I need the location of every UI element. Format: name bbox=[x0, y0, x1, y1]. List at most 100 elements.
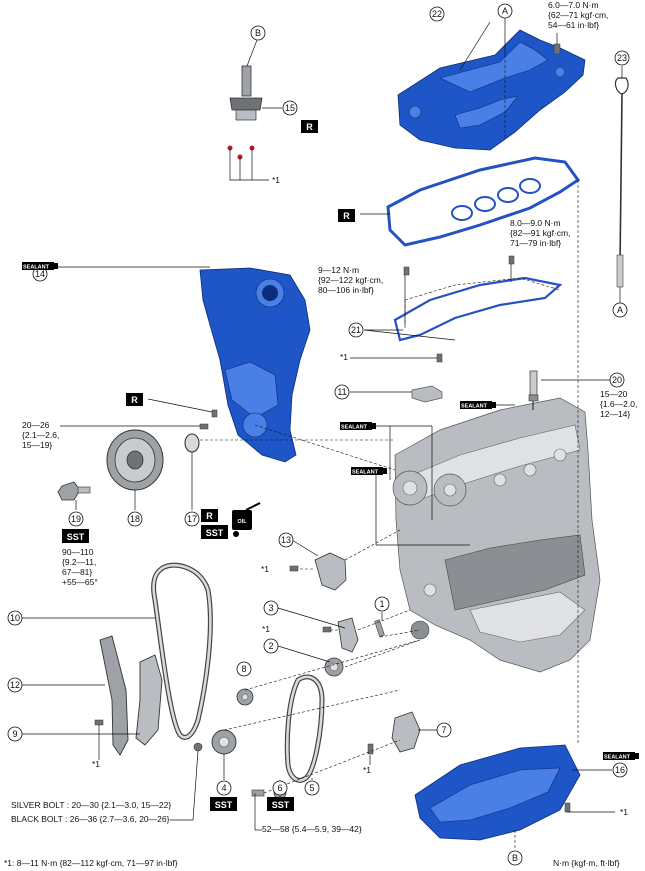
svg-text:17: 17 bbox=[187, 514, 197, 524]
svg-text:B: B bbox=[255, 28, 261, 38]
callout-15: 15 bbox=[282, 100, 298, 116]
sst-badge-6: SST bbox=[267, 797, 294, 811]
callout-12: 12 bbox=[7, 677, 23, 693]
svg-text:A: A bbox=[617, 305, 623, 315]
svg-text:19: 19 bbox=[71, 514, 81, 524]
svg-text:20: 20 bbox=[612, 375, 622, 385]
torque-cover-bolt: 20—26 {2.1—2.6, 15—19} bbox=[22, 420, 59, 450]
ref-star-7: *1 bbox=[363, 765, 371, 775]
oil-pump-drive-sprocket bbox=[236, 688, 254, 706]
callout-7: 7 bbox=[436, 722, 452, 738]
svg-text:14: 14 bbox=[35, 269, 45, 279]
callout-20: 20 bbox=[609, 372, 625, 388]
callout-a-top: A bbox=[497, 3, 513, 19]
ref-star-15: *1 bbox=[272, 175, 280, 185]
svg-text:SST: SST bbox=[272, 800, 290, 810]
sealant-badge-11: SEALANT bbox=[460, 401, 496, 410]
svg-text:R: R bbox=[131, 395, 138, 405]
torque-20: 15—20 {1.6—2.0, 12—14} bbox=[600, 389, 637, 419]
callout-17: 17 bbox=[184, 511, 200, 527]
svg-text:{1.6—2.0,: {1.6—2.0, bbox=[600, 399, 637, 409]
crankshaft-pulley bbox=[106, 429, 164, 491]
callout-10: 10 bbox=[7, 610, 23, 626]
replace-badge-17: R bbox=[201, 509, 218, 522]
svg-text:9: 9 bbox=[12, 729, 17, 739]
oil-pump-chain bbox=[284, 674, 325, 783]
front-oil-seal bbox=[184, 433, 200, 453]
svg-text:{2.1—2.6,: {2.1—2.6, bbox=[22, 430, 59, 440]
svg-text:5: 5 bbox=[309, 783, 314, 793]
svg-text:R: R bbox=[306, 122, 313, 132]
svg-text:{82—91 kgf·cm,: {82—91 kgf·cm, bbox=[510, 228, 570, 238]
oil-control-valve bbox=[227, 65, 263, 160]
callout-16: 16 bbox=[612, 762, 628, 778]
black-bolt-torque: BLACK BOLT : 26—36 {2.7—3.6, 20—26} bbox=[11, 814, 170, 824]
oil-pump-tensioner bbox=[337, 617, 359, 653]
callout-8: 8 bbox=[236, 661, 252, 677]
oil-pump-sprocket bbox=[211, 729, 237, 755]
svg-text:18: 18 bbox=[130, 514, 140, 524]
sealant-badge-head1: SEALANT bbox=[340, 422, 376, 431]
ref-star-16: *1 bbox=[620, 807, 628, 817]
leader-lines bbox=[22, 18, 623, 850]
sealant-badge-16: SEALANT bbox=[603, 752, 639, 761]
svg-text:{62—71 kgf·cm,: {62—71 kgf·cm, bbox=[548, 10, 608, 20]
svg-text:71—79 in·lbf}: 71—79 in·lbf} bbox=[510, 238, 561, 248]
svg-text:54—61 in·lbf}: 54—61 in·lbf} bbox=[548, 20, 599, 30]
callout-1: 1 bbox=[374, 596, 390, 612]
callout-19: 19 bbox=[68, 511, 84, 527]
pulley-lock-bolt bbox=[57, 481, 91, 501]
seal-gasket bbox=[393, 276, 563, 342]
callout-6: 6 bbox=[272, 780, 288, 796]
torque-22: 6.0—7.0 N·m {62—71 kgf·cm, 54—61 in·lbf} bbox=[548, 0, 608, 30]
ref-star-13: *1 bbox=[261, 564, 269, 574]
svg-text:16: 16 bbox=[615, 765, 625, 775]
svg-text:SEALANT: SEALANT bbox=[23, 265, 50, 271]
cam-bracket bbox=[411, 385, 443, 403]
callout-23: 23 bbox=[614, 50, 630, 66]
svg-text:12: 12 bbox=[10, 680, 20, 690]
ref-star-9: *1 bbox=[92, 759, 100, 769]
svg-text:8.0—9.0 N·m: 8.0—9.0 N·m bbox=[510, 218, 561, 228]
svg-text:23: 23 bbox=[617, 53, 627, 63]
spark-plug bbox=[528, 370, 539, 410]
sealant-badge-14: SEALANT bbox=[22, 262, 58, 271]
ref-star-21: *1 bbox=[340, 352, 348, 362]
svg-text:{9.2—11,: {9.2—11, bbox=[62, 557, 96, 567]
svg-text:R: R bbox=[206, 511, 213, 521]
timing-chain-cover bbox=[199, 267, 311, 463]
replace-badge-15: R bbox=[301, 120, 318, 133]
oil-can-icon: OIL bbox=[232, 502, 261, 537]
callout-2: 2 bbox=[263, 638, 279, 654]
svg-text:SEALANT: SEALANT bbox=[461, 404, 488, 410]
chain-tensioner bbox=[314, 552, 347, 591]
svg-text:SEALANT: SEALANT bbox=[341, 425, 368, 431]
callout-a-mid: A bbox=[612, 302, 628, 318]
oil-pan bbox=[414, 744, 581, 841]
svg-text:20—26: 20—26 bbox=[22, 420, 50, 430]
timing-chain bbox=[151, 562, 213, 740]
svg-text:A: A bbox=[502, 6, 508, 16]
tensioner-arm bbox=[135, 654, 163, 746]
svg-text:6: 6 bbox=[277, 783, 282, 793]
svg-text:12—14}: 12—14} bbox=[600, 409, 630, 419]
camshaft-sprockets bbox=[392, 470, 467, 507]
svg-text:OIL: OIL bbox=[237, 519, 247, 525]
crankshaft-sprocket bbox=[324, 657, 344, 677]
callout-21: 21 bbox=[348, 322, 364, 338]
callout-22: 22 bbox=[429, 6, 445, 22]
callout-b-top: B bbox=[250, 25, 266, 41]
callout-4: 4 bbox=[216, 780, 232, 796]
callout-18: 18 bbox=[127, 511, 143, 527]
gasket-plug-holes bbox=[451, 178, 541, 221]
svg-text:2: 2 bbox=[268, 641, 273, 651]
svg-text:21: 21 bbox=[351, 325, 361, 335]
callout-3: 3 bbox=[263, 600, 279, 616]
svg-text:8: 8 bbox=[241, 664, 246, 674]
svg-text:4: 4 bbox=[221, 783, 226, 793]
sst-badge-4: SST bbox=[210, 797, 237, 811]
svg-text:10: 10 bbox=[10, 613, 20, 623]
svg-text:15—19}: 15—19} bbox=[22, 440, 52, 450]
svg-text:R: R bbox=[343, 211, 350, 221]
silver-bolt-torque: SILVER BOLT : 20—30 {2.1—3.0, 15—22} bbox=[11, 800, 171, 810]
